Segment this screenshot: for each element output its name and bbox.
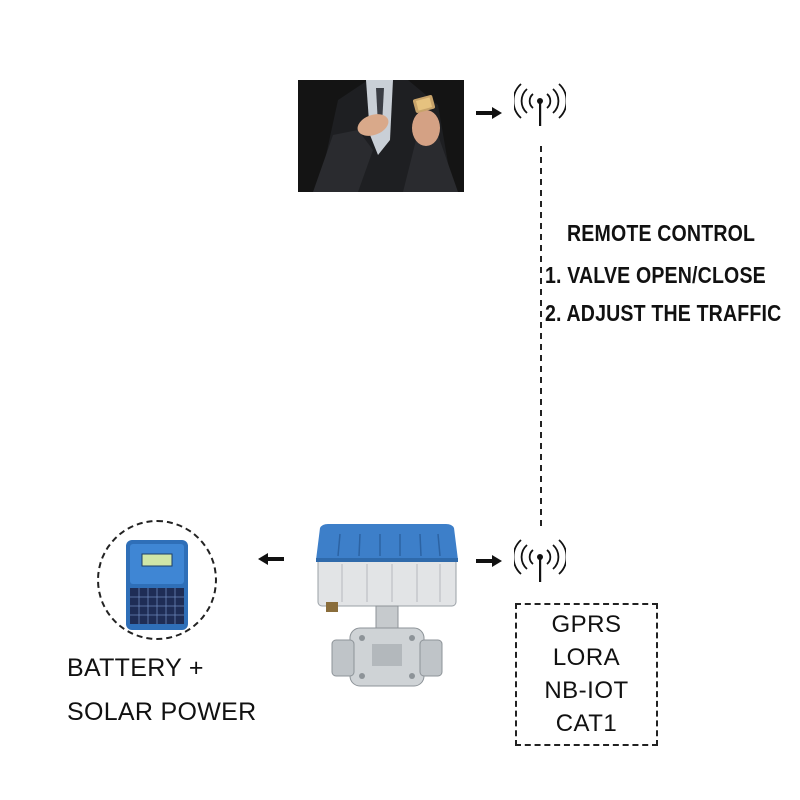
electric-ball-valve-image <box>316 524 458 687</box>
arrow-right-icon <box>476 106 502 124</box>
connectivity-cat1: CAT1 <box>555 709 618 737</box>
remote-item-valve: 1. VALVE OPEN/CLOSE <box>545 262 766 288</box>
arrow-right-icon <box>476 554 502 572</box>
connection-line <box>540 146 542 526</box>
smartphone-hand-image <box>298 80 464 192</box>
remote-item-traffic: 2. ADJUST THE TRAFFIC <box>545 300 782 326</box>
power-module-circle <box>97 520 217 640</box>
connectivity-gprs: GPRS <box>551 611 622 639</box>
signal-tower-icon <box>512 534 568 587</box>
connectivity-nb-iot: NB-IOT <box>544 676 629 704</box>
solar-battery-device-image <box>126 540 188 630</box>
connectivity-lora: LORA <box>552 644 621 672</box>
connectivity-options-box: GPRS LORA NB-IOT CAT1 <box>515 603 658 746</box>
power-label-battery: BATTERY + <box>67 654 204 682</box>
power-label-solar: SOLAR POWER <box>67 698 257 726</box>
remote-control-heading: REMOTE CONTROL <box>567 220 756 246</box>
valve-actuator <box>312 522 462 702</box>
signal-tower-icon <box>512 78 568 131</box>
phone-user-photo <box>298 80 464 192</box>
arrow-left-icon <box>258 552 284 570</box>
